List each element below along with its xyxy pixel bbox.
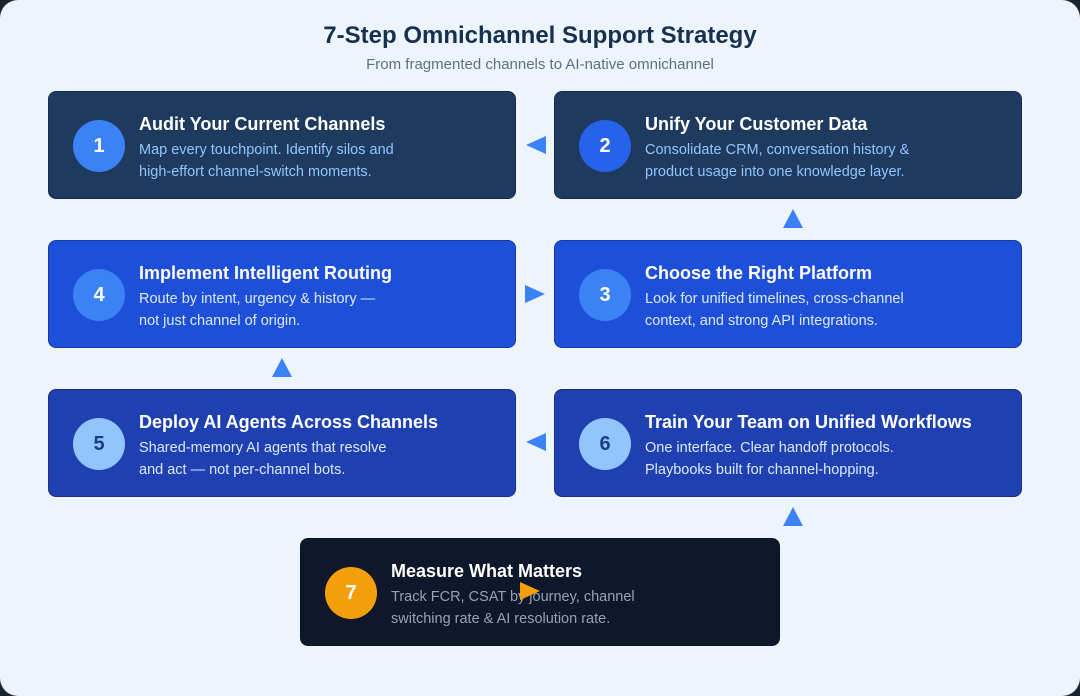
- step-5-badge: 5: [73, 418, 125, 470]
- step-3-description: Look for unified timelines, cross-channe…: [645, 288, 935, 332]
- step-7-card: 7 Measure What Matters Track FCR, CSAT b…: [300, 538, 780, 646]
- step-1-description: Map every touchpoint. Identify silos and…: [139, 139, 429, 183]
- step-2-desc-line-1: Consolidate CRM, conversation history &: [645, 142, 910, 158]
- step-6-card: 6 Train Your Team on Unified Workflows O…: [554, 389, 1022, 497]
- step-4-desc-line-1: Route by intent, urgency & history —: [139, 291, 376, 307]
- step-6-desc-line-2: Playbooks built for channel-hopping.: [645, 462, 879, 478]
- step-4-title: Implement Intelligent Routing: [139, 263, 392, 283]
- arrow-left-icon: [526, 433, 546, 451]
- step-3-title: Choose the Right Platform: [645, 263, 873, 283]
- step-6-badge: 6: [579, 418, 631, 470]
- step-1-card: 1 Audit Your Current Channels Map every …: [48, 91, 516, 199]
- step-4-description: Route by intent, urgency & history — not…: [139, 288, 429, 332]
- step-2-card: 2 Unify Your Customer Data Consolidate C…: [554, 91, 1022, 199]
- step-1-desc-line-1: Map every touchpoint. Identify silos and: [139, 142, 394, 158]
- step-6-description: One interface. Clear handoff protocols. …: [645, 437, 935, 481]
- step-2-badge: 2: [579, 120, 631, 172]
- arrow-right-icon: [520, 582, 540, 600]
- step-3-desc-line-1: Look for unified timelines, cross-channe…: [645, 291, 904, 307]
- step-5-title: Deploy AI Agents Across Channels: [139, 412, 439, 432]
- arrow-right-icon: [525, 285, 545, 303]
- step-3-badge: 3: [579, 269, 631, 321]
- step-7-desc-line-2: switching rate & AI resolution rate.: [391, 611, 611, 627]
- arrow-up-icon: [783, 209, 803, 228]
- step-6-title: Train Your Team on Unified Workflows: [645, 412, 972, 432]
- arrow-left-icon: [526, 136, 546, 154]
- step-5-desc-line-1: Shared-memory AI agents that resolve: [139, 440, 387, 456]
- step-2-desc-line-2: product usage into one knowledge layer.: [645, 164, 905, 180]
- step-1-title: Audit Your Current Channels: [139, 114, 386, 134]
- arrow-up-icon: [272, 358, 292, 377]
- step-6-desc-line-1: One interface. Clear handoff protocols.: [645, 440, 894, 456]
- step-3-desc-line-2: context, and strong API integrations.: [645, 313, 878, 329]
- step-5-card: 5 Deploy AI Agents Across Channels Share…: [48, 389, 516, 497]
- step-3-card: 3 Choose the Right Platform Look for uni…: [554, 240, 1022, 348]
- step-7-badge: 7: [325, 567, 377, 619]
- step-1-desc-line-2: high-effort channel-switch moments.: [139, 164, 372, 180]
- step-7-desc-line-1: Track FCR, CSAT by journey, channel: [391, 589, 635, 605]
- step-5-desc-line-2: and act — not per-channel bots.: [139, 462, 346, 478]
- step-4-badge: 4: [73, 269, 125, 321]
- diagram-title: 7-Step Omnichannel Support Strategy: [323, 22, 757, 49]
- step-2-title: Unify Your Customer Data: [645, 114, 868, 134]
- diagram-subtitle: From fragmented channels to AI-native om…: [366, 56, 714, 73]
- step-5-description: Shared-memory AI agents that resolve and…: [139, 437, 429, 481]
- step-2-description: Consolidate CRM, conversation history & …: [645, 139, 935, 183]
- step-7-title: Measure What Matters: [391, 561, 583, 581]
- step-4-card: 4 Implement Intelligent Routing Route by…: [48, 240, 516, 348]
- step-7-description: Track FCR, CSAT by journey, channel swit…: [391, 586, 681, 630]
- step-1-badge: 1: [73, 120, 125, 172]
- arrow-up-icon: [783, 507, 803, 526]
- step-4-desc-line-2: not just channel of origin.: [139, 313, 301, 329]
